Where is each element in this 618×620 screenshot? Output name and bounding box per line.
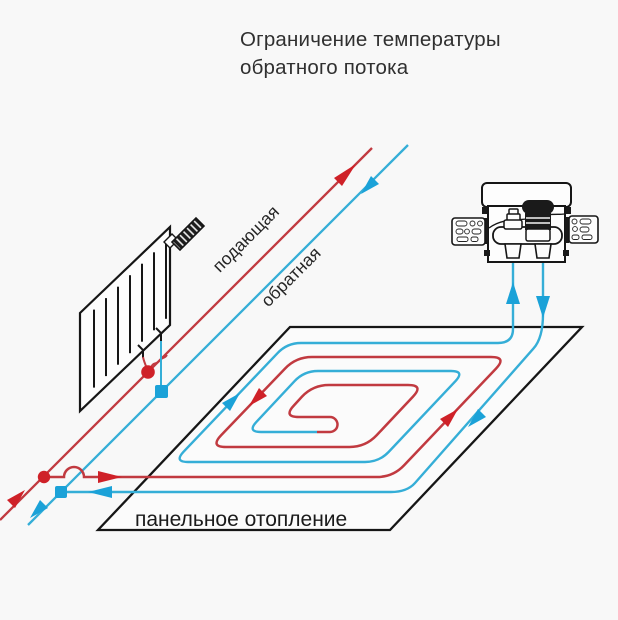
valve-box-tab-left xyxy=(482,207,489,214)
radiator-supply-junction xyxy=(141,365,155,379)
valve-up-arrow xyxy=(506,282,520,304)
supply-flow-arrow-bottom xyxy=(7,490,25,508)
valve-box-foot-left xyxy=(484,250,490,256)
radiator-valve-capillary xyxy=(150,354,168,368)
radiator-body xyxy=(78,224,172,414)
spiral-return-pipe xyxy=(178,262,515,464)
rtl-valve-box xyxy=(451,182,599,263)
return-flow-arrow-top xyxy=(361,176,379,194)
thermostatic-valve-icon xyxy=(163,216,206,252)
floor-panel-label: панельное отопление xyxy=(135,508,347,531)
spiral-arrow-blue-right xyxy=(468,409,486,427)
spiral-arrow-red-right xyxy=(440,409,458,427)
spiral-arrow-red-left xyxy=(249,388,267,406)
return-tee-junction xyxy=(55,486,67,498)
supply-riser-pipe xyxy=(0,147,373,521)
valve-port-right xyxy=(534,243,552,259)
panel-outlet-arrow xyxy=(88,486,112,498)
return-riser-pipe xyxy=(27,144,409,526)
flange-right-slots xyxy=(571,218,593,240)
flange-bar-right xyxy=(565,217,569,243)
rtl-thermostat-head-icon xyxy=(522,200,554,242)
shutoff-valve-icon xyxy=(503,208,523,230)
spiral-arrow-blue-left xyxy=(222,393,240,411)
floor-panel xyxy=(95,325,585,532)
diagram-title-line2: обратного потока xyxy=(240,56,409,79)
valve-down-arrow xyxy=(536,296,550,318)
supply-tee-junction xyxy=(37,470,51,484)
spiral-supply-pipe xyxy=(44,355,502,479)
flange-bar-left xyxy=(484,218,488,244)
supply-pipe-label: подающая xyxy=(208,201,283,276)
flange-left-slots xyxy=(455,220,483,242)
valve-outlet-pipe xyxy=(61,262,545,494)
return-flow-arrow-bottom xyxy=(30,500,48,518)
radiator-fins xyxy=(93,240,167,388)
supply-flow-arrow-top xyxy=(334,164,356,186)
radiator-return-junction xyxy=(155,385,168,398)
valve-box-foot-right xyxy=(563,250,569,256)
valve-box-tab-right xyxy=(564,207,571,214)
radiator-stubs xyxy=(137,327,162,358)
radiator xyxy=(78,216,206,414)
diagram-title-line1: Ограничение температуры xyxy=(240,28,501,51)
valve-port-left xyxy=(504,243,522,259)
panel-inlet-arrow xyxy=(98,471,122,483)
